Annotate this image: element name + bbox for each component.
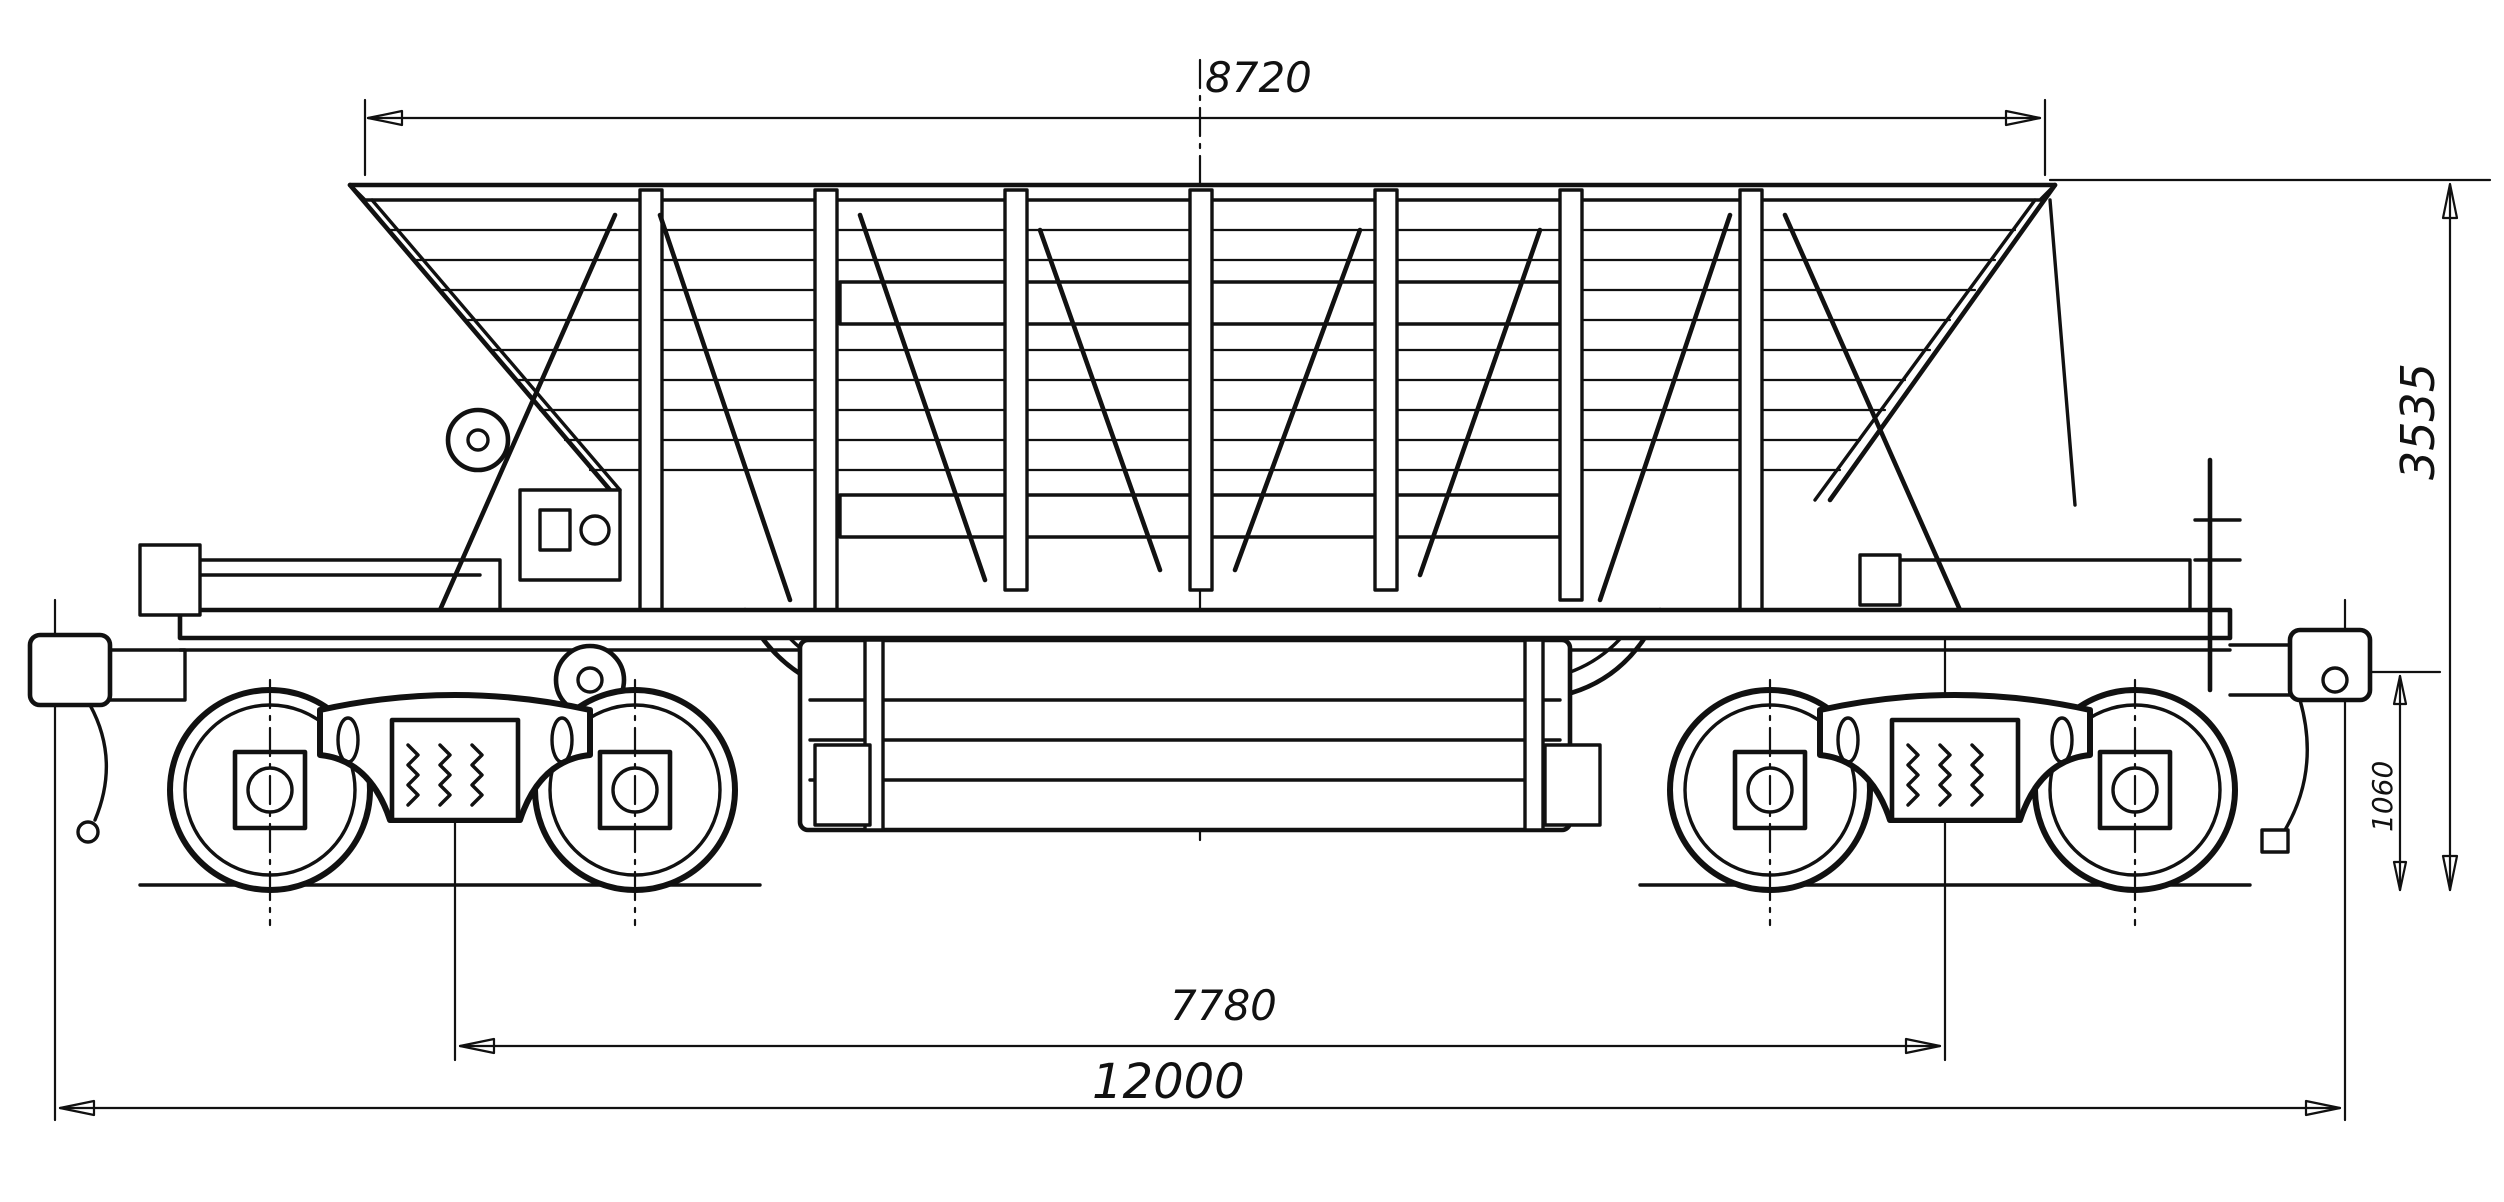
dimension-coupler-height: 1060 — [2288, 670, 2442, 892]
brake-equipment — [138, 407, 627, 717]
dimension-height: 3535 — [2048, 178, 2492, 892]
dimension-body-length: 8720 — [363, 53, 2047, 177]
coupler-right — [2228, 627, 2373, 854]
coupler-left — [27, 632, 187, 844]
dim-label-body-length: 8720 — [1205, 53, 1312, 102]
body-stanchions — [638, 188, 1764, 612]
dim-label-height: 3535 — [2391, 363, 2445, 480]
hopper-body — [347, 182, 2077, 703]
bogie-left — [167, 678, 738, 927]
dim-label-bogie-centers: 7780 — [1170, 981, 1277, 1030]
underframe — [177, 607, 2233, 833]
dim-label-coupler-height: 1060 — [2366, 761, 2399, 832]
body-diagonal-braces — [437, 212, 1963, 613]
bogie-right — [1667, 678, 2238, 927]
hand-brake — [1858, 457, 2242, 693]
dim-label-overall-length: 12000 — [1092, 1054, 1245, 1110]
